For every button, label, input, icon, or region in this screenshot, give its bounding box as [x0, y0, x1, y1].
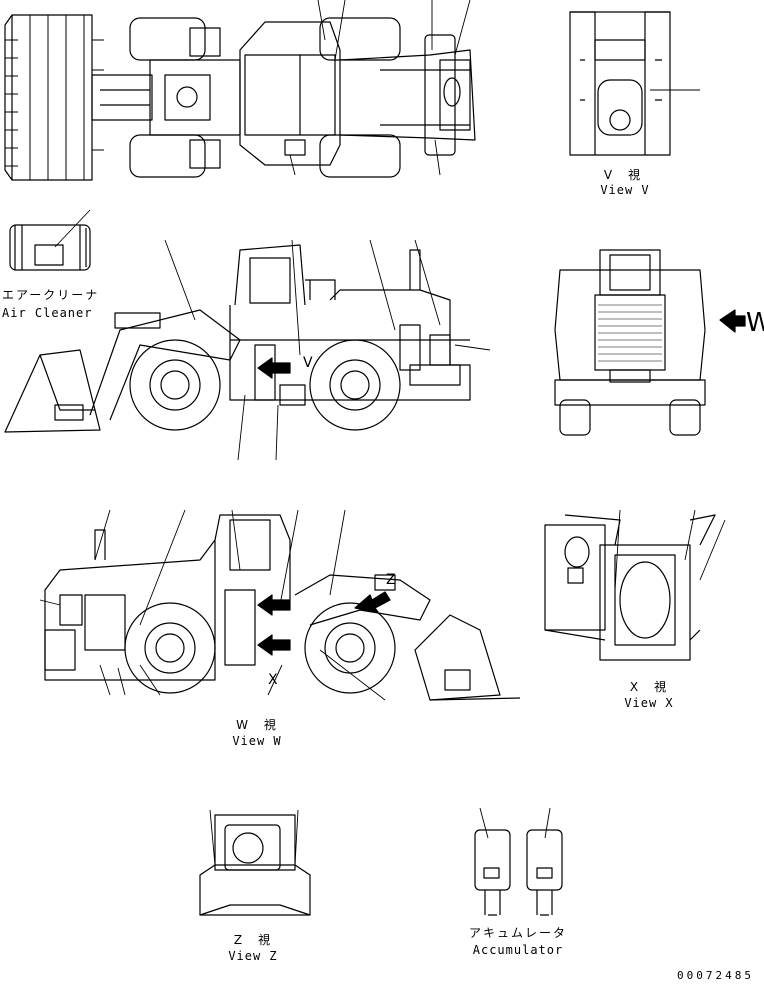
- front-view-right: [554, 249, 746, 436]
- document-number: 00072485: [677, 969, 754, 982]
- view-x-drawing: [544, 509, 726, 661]
- view-w-title-en: View W: [232, 734, 282, 748]
- marker-x-arrow: X: [268, 672, 278, 688]
- air-cleaner-label-jp: エアークリーナ: [2, 288, 100, 302]
- view-w-title-jp: W 視: [236, 718, 278, 732]
- side-view-left: [4, 239, 491, 461]
- view-z-drawing: [199, 809, 311, 916]
- accumulator-label-jp: アキュムレータ: [468, 926, 567, 940]
- accumulator-label-en: Accumulator: [472, 943, 564, 957]
- view-z-title-en: View Z: [228, 949, 278, 963]
- air-cleaner-label-en: Air Cleaner: [2, 306, 93, 320]
- marker-w-arrow: W: [746, 308, 764, 338]
- marker-v-side: V: [303, 355, 313, 371]
- top-plan-view: [4, 0, 476, 181]
- view-z-title-jp: Z 視: [233, 933, 273, 947]
- view-v-title-en: View V: [600, 183, 650, 197]
- air-cleaner-drawing: [9, 209, 91, 271]
- view-x-title-jp: X 視: [629, 680, 669, 694]
- side-view-w: [39, 509, 521, 701]
- marker-z-arrow: Z: [386, 572, 396, 588]
- view-v-drawing: [569, 11, 700, 156]
- accumulator-drawing: [474, 807, 563, 916]
- view-v-title-jp: V 視: [603, 168, 643, 182]
- view-x-title-en: View X: [624, 696, 674, 710]
